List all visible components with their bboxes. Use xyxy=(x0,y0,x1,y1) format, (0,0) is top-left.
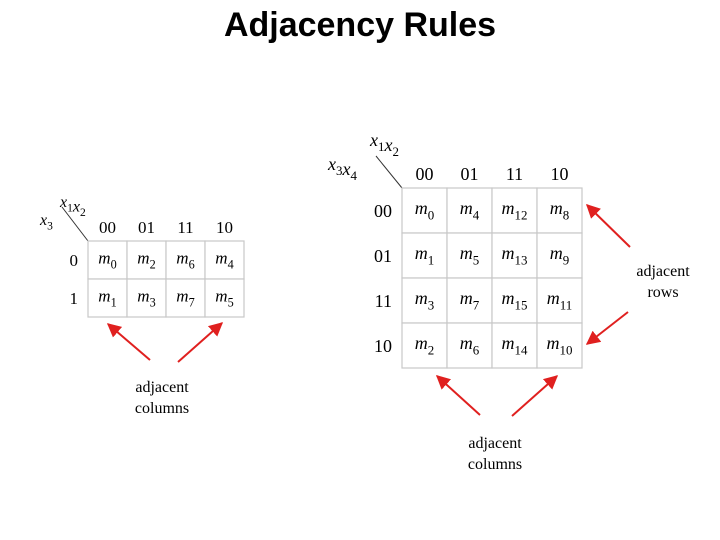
minterm-label: m3 xyxy=(137,286,155,309)
annotation-small-adjacent-columns: adjacent columns xyxy=(112,377,212,419)
column-header: 10 xyxy=(551,164,569,184)
kmap-cell xyxy=(401,322,448,369)
row-variable-label: x3x4 xyxy=(327,154,357,183)
kmap-cell xyxy=(536,187,583,234)
column-header: 11 xyxy=(506,164,523,184)
arrow-small-col-right xyxy=(177,322,224,363)
annotation-line: rows xyxy=(647,284,679,301)
row-header: 1 xyxy=(70,289,79,308)
minterm-label: m3 xyxy=(415,288,434,312)
kmap-cell xyxy=(401,187,448,234)
kmap-cell xyxy=(536,277,583,324)
row-header: 10 xyxy=(374,336,392,356)
arrow-small-col-left xyxy=(106,323,151,361)
minterm-label: m4 xyxy=(215,248,233,271)
minterm-label: m9 xyxy=(550,243,569,267)
column-header: 01 xyxy=(461,164,479,184)
column-variable-label: x1x2 xyxy=(59,194,86,219)
annotation-line: columns xyxy=(467,456,523,473)
row-variable-label: x3 xyxy=(39,212,53,232)
kmap-4-variable: x1x2 x3x4 00 01 11 10 00 01 11 10 m0 m4 m12 m8 m1 m5 m13… xyxy=(320,128,600,373)
diagonal-divider xyxy=(375,155,403,189)
column-header: 11 xyxy=(177,218,193,237)
arrow-large-col-right xyxy=(511,375,559,417)
minterm-label: m4 xyxy=(460,198,480,222)
minterm-label: m5 xyxy=(460,243,479,267)
minterm-label: m7 xyxy=(460,288,480,312)
page-title: Adjacency Rules xyxy=(223,6,497,44)
minterm-label: m7 xyxy=(176,286,194,309)
row-header: 11 xyxy=(375,291,392,311)
minterm-label: m6 xyxy=(176,248,194,271)
annotation-large-adjacent-columns: adjacent columns xyxy=(445,433,545,475)
minterm-label: m8 xyxy=(550,198,569,222)
minterm-label: m0 xyxy=(98,248,116,271)
minterm-label: m5 xyxy=(215,286,233,309)
annotation-line: adjacent xyxy=(468,435,522,452)
row-header: 0 xyxy=(70,251,79,270)
arrow-large-col-left xyxy=(435,375,481,416)
minterm-label: m14 xyxy=(502,333,528,357)
kmap-cell xyxy=(165,278,206,318)
kmap-cell xyxy=(536,322,583,369)
row-header: 01 xyxy=(374,246,392,266)
minterm-label: m1 xyxy=(98,286,116,309)
kmap-cell xyxy=(491,322,538,369)
row-header: 00 xyxy=(374,201,392,221)
kmap-cell xyxy=(446,277,493,324)
annotation-large-adjacent-rows: adjacent rows xyxy=(613,261,713,303)
arrow-large-row-bottom xyxy=(585,311,629,345)
minterm-label: m11 xyxy=(547,288,572,312)
kmap-cell xyxy=(491,232,538,279)
minterm-label: m12 xyxy=(502,198,528,222)
column-header: 00 xyxy=(416,164,434,184)
kmap-4-variable-figure: x1x2 x3x4 00 01 11 10 00 01 11 10 m0 m4 m12 m8 m1 m5 m13… xyxy=(327,130,583,369)
annotation-line: columns xyxy=(134,400,190,417)
kmap-cell xyxy=(204,278,245,318)
minterm-label: m1 xyxy=(415,243,434,267)
kmap-cell xyxy=(446,187,493,234)
kmap-cell xyxy=(126,278,167,318)
column-variable-label: x1x2 xyxy=(369,130,399,159)
diagonal-divider xyxy=(61,206,89,242)
column-header: 01 xyxy=(138,218,155,237)
column-header: 00 xyxy=(99,218,116,237)
annotation-line: adjacent xyxy=(636,263,690,280)
kmap-cell xyxy=(491,187,538,234)
minterm-label: m6 xyxy=(460,333,480,357)
minterm-label: m15 xyxy=(502,288,528,312)
kmap-cell xyxy=(446,322,493,369)
arrow-large-row-top xyxy=(585,204,631,248)
minterm-label: m0 xyxy=(415,198,434,222)
minterm-label: m10 xyxy=(547,333,573,357)
minterm-label: m2 xyxy=(137,248,155,271)
column-header: 10 xyxy=(216,218,233,237)
annotation-line: adjacent xyxy=(135,379,189,396)
minterm-label: m13 xyxy=(502,243,528,267)
kmap-cell xyxy=(446,232,493,279)
kmap-cell xyxy=(536,232,583,279)
minterm-label: m2 xyxy=(415,333,434,357)
